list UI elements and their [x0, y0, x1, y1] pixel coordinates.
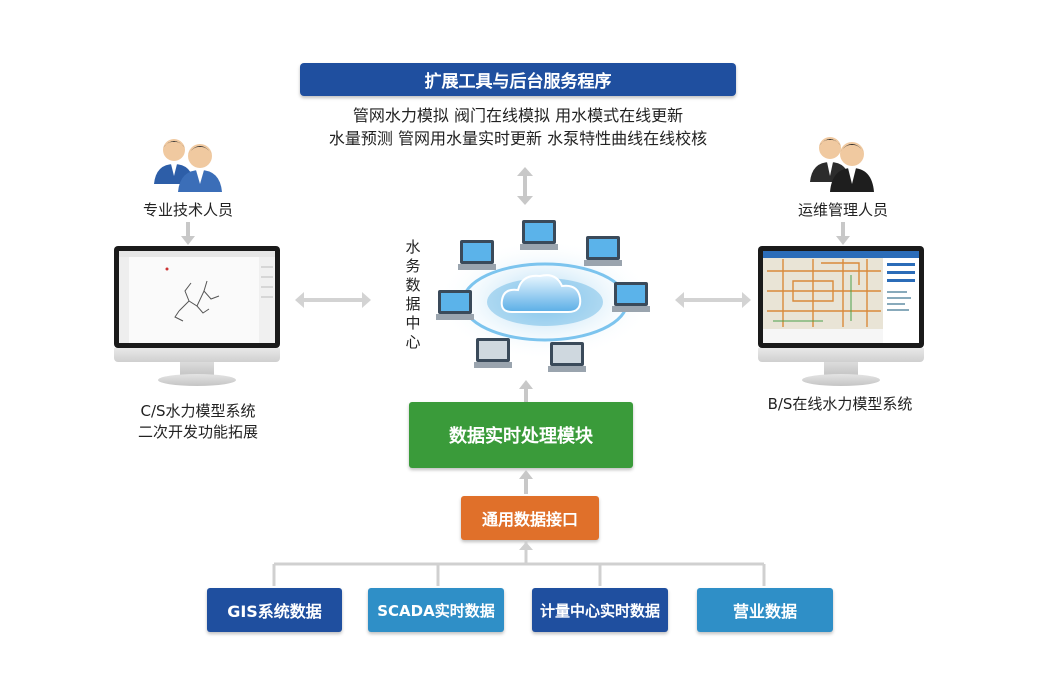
- extension-tools-label: 扩展工具与后台服务程序: [424, 72, 612, 92]
- laptop-icons: [436, 220, 650, 372]
- services-line-2: 水量预测 管网用水量实时更新 水泵特性曲线在线校核: [328, 129, 708, 148]
- right-datacenter-arrow: [675, 292, 751, 308]
- source-metering-box: 计量中心实时数据: [532, 588, 668, 632]
- left-datacenter-arrow: [295, 292, 371, 308]
- users-icon: [810, 137, 874, 192]
- source-gis-box: GIS系统数据: [207, 588, 342, 632]
- datacenter-label: 水务数据中心: [405, 238, 421, 351]
- right-user-label: 运维管理人员: [797, 201, 888, 219]
- cs-system-line-1: C/S水力模型系统: [140, 402, 256, 420]
- sources-connector: [272, 540, 766, 586]
- bs-system-label: B/S在线水力模型系统: [767, 395, 913, 413]
- source-gis-label: GIS系统数据: [227, 602, 322, 621]
- services-datacenter-arrow: [517, 167, 533, 205]
- data-interface-box: 通用数据接口: [461, 496, 599, 540]
- left-user-label: 专业技术人员: [142, 201, 233, 219]
- services-line-1: 管网水力模拟 阀门在线模拟 用水模式在线更新: [352, 106, 684, 125]
- interface-up-arrow: [519, 470, 533, 494]
- cs-system-line-2: 二次开发功能拓展: [137, 423, 258, 441]
- extension-tools-box: 扩展工具与后台服务程序: [300, 63, 736, 96]
- bs-map-screen: [763, 251, 919, 343]
- source-scada-label: SCADA实时数据: [377, 601, 495, 620]
- right-user-arrow: [836, 222, 850, 245]
- processing-module-label: 数据实时处理模块: [449, 426, 593, 447]
- source-business-box: 营业数据: [697, 588, 833, 632]
- source-metering-label: 计量中心实时数据: [539, 601, 660, 620]
- source-scada-box: SCADA实时数据: [368, 588, 504, 632]
- processing-module-box: 数据实时处理模块: [409, 402, 633, 468]
- left-user-arrow: [181, 222, 195, 245]
- datacenter-cloud-network: [436, 220, 653, 372]
- cs-model-screen: [119, 251, 275, 343]
- source-business-label: 营业数据: [732, 602, 797, 621]
- processing-up-arrow: [519, 380, 533, 402]
- users-icon: [154, 139, 222, 192]
- data-interface-label: 通用数据接口: [481, 510, 578, 529]
